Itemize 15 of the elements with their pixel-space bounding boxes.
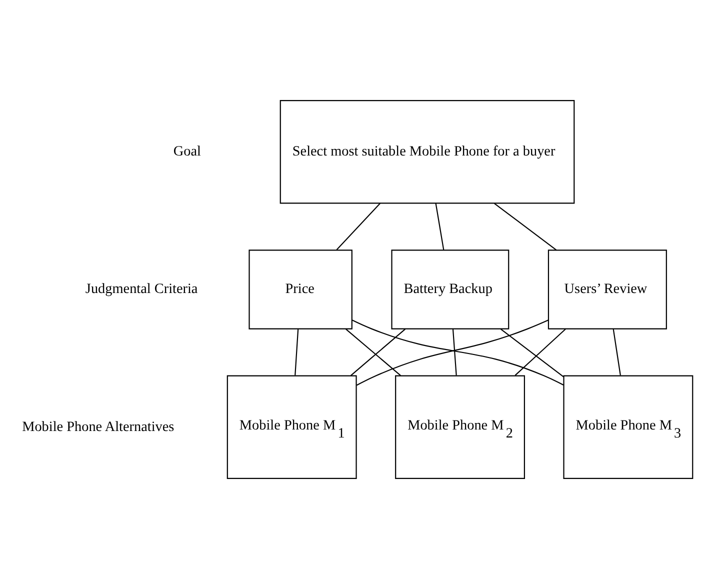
node-box: Price [248, 250, 352, 330]
label: Judgmental Criteria [84, 281, 198, 298]
connector [452, 329, 456, 376]
node-box: Select most suitable Mobile Phone for a buyer [279, 100, 574, 204]
node-box: Battery Backup [390, 250, 509, 330]
node-box: Users’ Review [547, 250, 666, 330]
connector [500, 328, 564, 378]
label: Goal [172, 144, 200, 160]
connector [336, 203, 380, 250]
connector [294, 329, 298, 376]
connector [434, 203, 444, 250]
label: Mobile Phone Alternatives [22, 418, 174, 435]
connector [494, 202, 556, 250]
connector [514, 328, 566, 376]
connector [612, 328, 620, 376]
